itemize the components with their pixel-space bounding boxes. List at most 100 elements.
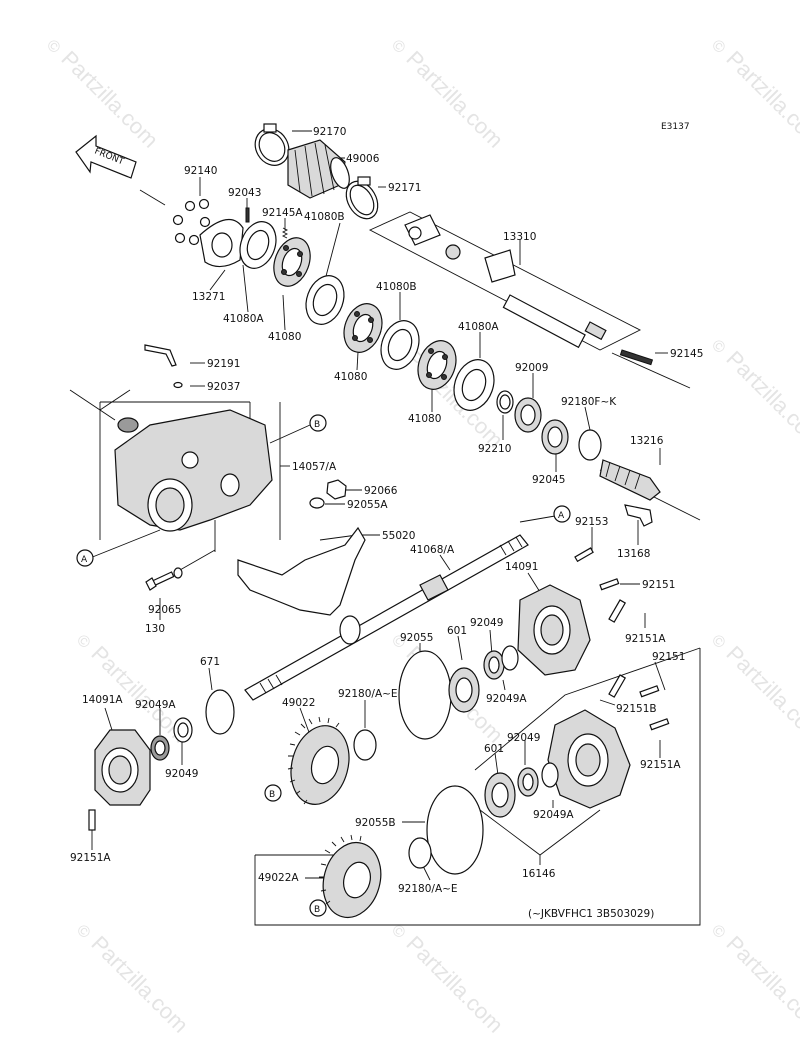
bolt-92151A-2 [649,718,670,731]
label-92140: 92140 [184,165,217,177]
label-92170: 92170 [313,126,346,138]
bearing-housing-14091 [517,584,591,676]
watermark-text: Partzilla.com [721,46,800,153]
label-41080-2: 41080 [334,371,367,383]
label-92151-1: 92151 [642,579,675,591]
svg-text:A: A [81,555,88,565]
pinion-shaft-13216 [599,459,661,501]
seal-92049A-2 [150,735,170,761]
ball-set-92140 [172,198,211,246]
bolt-92151-1 [599,578,620,591]
seal-92049A-1 [501,645,519,671]
svg-text:B: B [269,790,275,800]
spring-pin-92145 [619,349,654,366]
watermark-copyright: © [43,37,64,58]
label-92145A: 92145A [262,207,303,219]
friction-plate-41080-2 [343,303,383,353]
cam-plate-13271 [199,219,244,268]
diagram-code: E3137 [661,122,690,132]
watermark-copyright: © [388,37,409,58]
bolt-130 [145,571,175,591]
clip-92037 [173,381,183,389]
watermark-text: Partzilla.com [721,641,800,748]
clutch-plate-41080B-2 [380,320,420,370]
label-13310: 13310 [503,231,536,243]
joint-shaft-13310 [404,214,607,349]
label-92049-1: 92049 [470,617,503,629]
label-92210: 92210 [478,443,511,455]
label-92151A-2: 92151A [640,759,681,771]
serial-note: (~JKBVFHC1 3B503029) [528,908,654,920]
label-92145: 92145 [670,348,703,360]
friction-plate-41080-1 [273,237,311,287]
label-92066: 92066 [364,485,398,497]
label-92180A-E-1: 92180/A~E [338,688,398,700]
bolt-92153 [574,547,594,563]
bracket-55020 [237,526,366,616]
part-labels: 92170 49006 92171 92140 92043 92145A 133… [70,126,703,920]
bolt-92151-2 [639,685,660,698]
label-92009: 92009 [515,362,548,374]
label-92055A: 92055A [347,499,388,511]
clutch-plate-41080A-2 [453,359,495,411]
boot-band-92170 [254,123,290,166]
label-92049A-2: 92049A [486,693,527,705]
o-ring-92055B [426,785,484,875]
watermark-copyright: © [708,632,729,653]
bolt-92151A-far-left [88,809,96,831]
label-92049A-3: 92049A [533,809,574,821]
bearing-housing-16146 [547,709,631,809]
bearing-601-2 [484,772,516,818]
label-92049A-1: 92049A [135,699,176,711]
front-arrow: FRONT [75,134,137,179]
pin-92043 [245,207,250,223]
label-16146: 16146 [522,868,556,880]
shim-92180A-E-1 [353,729,377,761]
clutch-plate-41080A-1 [239,221,277,269]
boot-band-92171 [345,176,379,220]
oil-seal-92009 [514,397,542,433]
label-13271: 13271 [192,291,225,303]
bearing-92045 [541,419,569,455]
label-601-2: 601 [484,743,504,755]
watermark-copyright: © [73,632,94,653]
label-14057A: 14057/A [292,461,337,473]
bearing-601-1 [448,667,480,713]
breather-pipe-92191 [144,344,177,367]
label-92049-2: 92049 [507,732,540,744]
label-92151A-1: 92151A [625,633,666,645]
pin-13168 [624,504,653,527]
callout-b-lower: B [309,899,327,917]
label-13216: 13216 [630,435,664,447]
ring-gear-49022 [287,716,350,805]
drain-plug-92066 [326,479,347,500]
bolt-92151B [608,674,627,698]
label-41080B-2: 41080B [376,281,417,293]
watermark-text: Partzilla.com [86,931,193,1038]
watermark-copyright: © [708,922,729,943]
washer-92065 [173,567,183,579]
label-14091A: 14091A [82,694,123,706]
spring-92145A [281,227,289,239]
label-13168: 13168 [617,548,650,560]
seal-92049-3 [517,767,539,797]
callout-b-upper: B [309,414,327,432]
label-92065: 92065 [148,604,181,616]
watermark-text: Partzilla.com [401,46,508,153]
bolt-92151A-1 [608,599,627,623]
label-92153: 92153 [575,516,608,528]
label-92045: 92045 [532,474,565,486]
label-92055B: 92055B [355,817,396,829]
label-671: 671 [200,656,220,668]
label-92043: 92043 [228,187,261,199]
label-130: 130 [145,623,165,635]
label-55020: 55020 [382,530,415,542]
label-92055: 92055 [400,632,433,644]
watermark-text: Partzilla.com [56,46,163,153]
svg-text:B: B [314,420,320,430]
label-41080B-1: 41080B [304,211,345,223]
seal-92049-2 [173,717,193,743]
label-41080A-1: 41080A [223,313,264,325]
label-41080A-2: 41080A [458,321,499,333]
